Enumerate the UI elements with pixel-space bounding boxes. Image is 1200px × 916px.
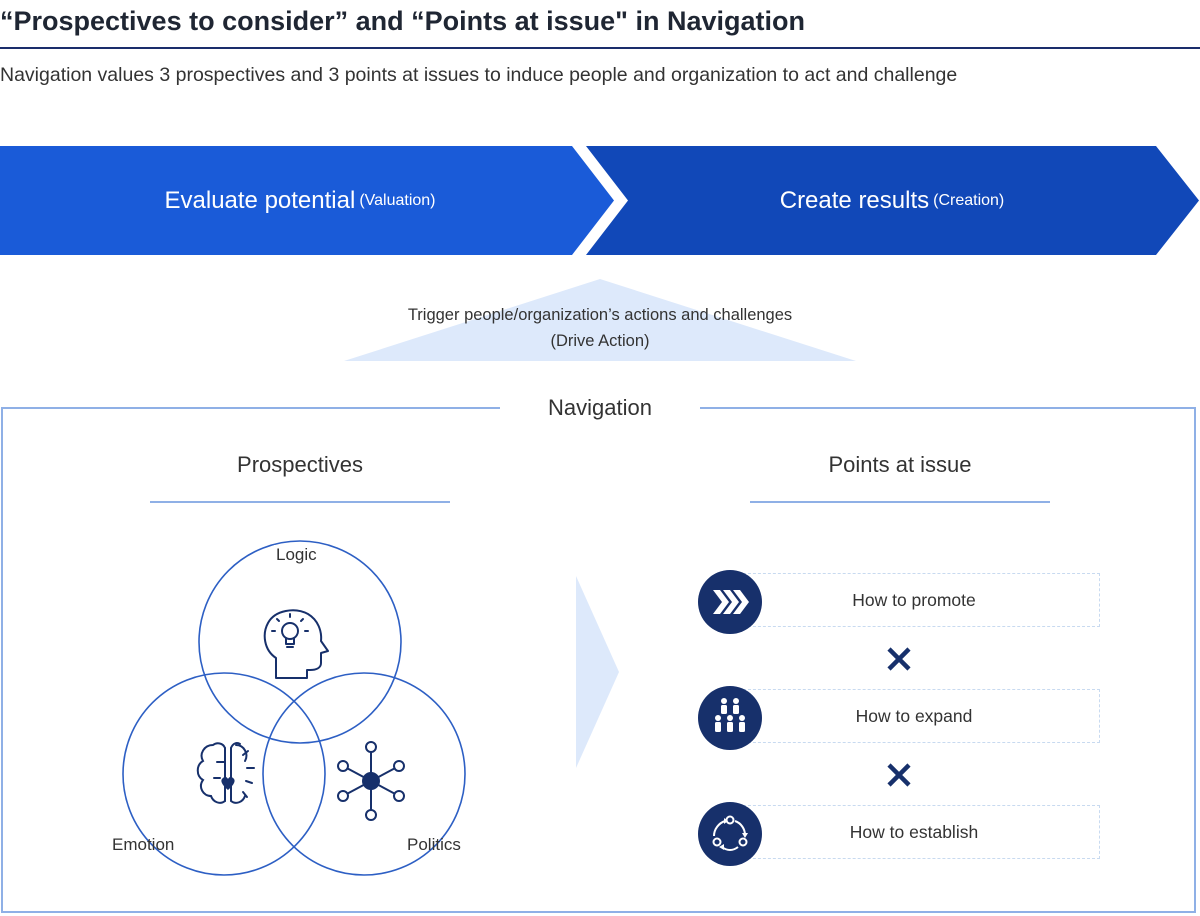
process-banner: Evaluate potential (Valuation) Create re… [0,146,1200,255]
points-at-issue-underline [750,501,1050,503]
banner-left-label: Evaluate potential (Valuation) [0,146,600,255]
banner-left-arrow [0,146,614,255]
creation-sub-label: (Creation) [933,191,1005,209]
cycle-icon [698,802,762,866]
issue-promote: How to promote [698,570,1100,634]
head-lightbulb-icon [263,609,329,679]
issue-promote-label: How to promote [852,590,976,610]
navigation-arrow [576,576,619,768]
page-title: “Prospectives to consider” and “Points a… [0,6,805,36]
banner-right-label: Create results (Creation) [600,146,1184,255]
issue-expand-label: How to expand [855,706,973,726]
prospectives-venn [122,540,466,876]
drive-action-triangle [344,279,856,361]
page-subtitle: Navigation values 3 prospectives and 3 p… [0,64,958,86]
issue-expand: How to expand [698,686,1100,750]
prospectives-title: Prospectives [237,452,363,477]
issue-establish-label: How to establish [849,822,979,842]
title-underline [0,47,1200,49]
people-group-icon [698,686,762,750]
politics-label: Politics [407,835,461,854]
cycle-glyph [712,815,748,851]
drive-action-line1: Trigger people/organization’s actions an… [407,306,793,324]
banner-arrows [0,146,1199,255]
brain-heart-icon [196,742,255,804]
chevrons-forward-glyph [713,590,749,614]
banner-right-arrow [586,146,1199,255]
emotion-circle [122,672,326,876]
points-at-issue-title: Points at issue [828,452,972,477]
valuation-label: Evaluate potential [164,186,356,214]
emotion-label: Emotion [112,835,175,854]
drive-action-triangle-shape [344,279,856,361]
network-hub-icon [337,741,405,821]
prospectives-underline [150,501,450,503]
valuation-sub-label: (Valuation) [359,191,436,209]
times-separator-2 [887,763,911,787]
drive-action-line2: (Drive Action) [550,332,650,350]
issue-establish: How to establish [698,802,1100,866]
navigation-title: Navigation [500,392,700,424]
logic-label: Logic [274,545,319,565]
people-group-glyph [715,698,745,732]
times-separator-1 [887,647,911,671]
chevrons-forward-icon [698,570,762,634]
logic-circle [198,540,402,744]
navigation-arrow-shape [576,576,619,768]
politics-circle [262,672,466,876]
drive-action-text: Trigger people/organization’s actions an… [300,302,900,354]
creation-label: Create results [779,186,930,214]
